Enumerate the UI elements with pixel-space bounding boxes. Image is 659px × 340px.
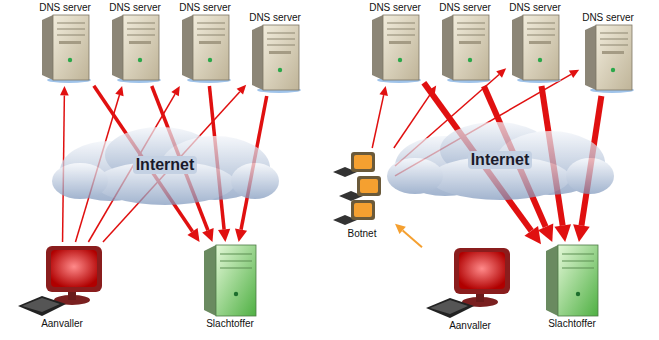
node-label: DNS server — [38, 2, 92, 14]
arrow-head — [187, 228, 199, 242]
node-label: Botnet — [347, 228, 378, 240]
node-label: DNS server — [438, 2, 492, 14]
node-label: DNS server — [368, 2, 422, 14]
arrow-head — [524, 226, 541, 244]
icon-holder — [109, 14, 161, 84]
attacker-computer-icon — [424, 246, 516, 320]
dns-server-node: DNS server — [38, 2, 92, 84]
arrow-head — [554, 224, 571, 242]
icon-holder — [39, 14, 91, 84]
victim-node: Slachtoffer — [543, 244, 601, 330]
icon-holder — [543, 244, 601, 318]
arrow-head — [379, 86, 388, 96]
icon-holder — [201, 244, 259, 318]
node-label: Slachtoffer — [205, 318, 255, 330]
dns-server-node: DNS server — [108, 2, 162, 84]
arrow-head — [538, 223, 553, 242]
arrow-head — [573, 224, 590, 242]
cloud-label: Internet — [468, 151, 533, 169]
icon-holder — [439, 14, 491, 84]
arrow-head — [202, 228, 213, 242]
node-label: DNS server — [178, 2, 232, 14]
arrow-head — [115, 86, 123, 96]
icon-holder — [331, 150, 393, 228]
server-icon — [582, 24, 634, 94]
dns-server-node: DNS server — [508, 2, 562, 84]
server-icon — [39, 14, 91, 84]
node-label: DNS server — [508, 2, 562, 14]
node-label: Aanvaller — [448, 320, 492, 332]
icon-holder — [509, 14, 561, 84]
icon-holder — [369, 14, 421, 84]
node-label: DNS server — [248, 12, 302, 24]
icon-holder — [179, 14, 231, 84]
arrow-head — [395, 224, 406, 234]
dns-server-node: DNS server — [248, 12, 302, 94]
arrow-head — [60, 86, 69, 95]
server-icon — [369, 14, 421, 84]
node-label: Slachtoffer — [547, 318, 597, 330]
botnet-node: Botnet — [331, 150, 393, 240]
cloud-label: Internet — [133, 156, 198, 174]
attack-arrow — [372, 86, 388, 148]
node-label: Aanvaller — [40, 318, 84, 330]
server-icon — [109, 14, 161, 84]
arrow-shaft — [372, 95, 383, 148]
server-icon — [509, 14, 561, 84]
icon-holder — [582, 24, 634, 94]
node-label: DNS server — [581, 12, 635, 24]
internet-cloud-node: Internet — [385, 118, 615, 203]
arrow-head — [237, 85, 247, 95]
icon-holder — [424, 246, 516, 320]
arrow-head — [569, 70, 579, 78]
icon-holder — [249, 24, 301, 94]
victim-node: Slachtoffer — [201, 244, 259, 330]
node-label: DNS server — [108, 2, 162, 14]
internet-cloud-node: Internet — [50, 123, 280, 208]
attacker-node: Aanvaller — [16, 244, 108, 330]
arrow-head — [218, 229, 230, 242]
server-icon — [179, 14, 231, 84]
server-icon — [249, 24, 301, 94]
attacker-node: Aanvaller — [424, 246, 516, 332]
victim-server-icon — [201, 244, 259, 318]
attacker-computer-icon — [16, 244, 108, 318]
arrow-shaft — [403, 230, 422, 247]
victim-server-icon — [543, 244, 601, 318]
dns-server-node: DNS server — [178, 2, 232, 84]
dns-server-node: DNS server — [581, 12, 635, 94]
arrow-head — [235, 228, 247, 242]
arrow-head — [496, 68, 506, 77]
icon-holder — [16, 244, 108, 318]
dns-server-node: DNS server — [438, 2, 492, 84]
dns-server-node: DNS server — [368, 2, 422, 84]
arrow-head — [171, 86, 180, 96]
server-icon — [439, 14, 491, 84]
botnet-computers-icon — [331, 150, 393, 228]
attack-arrow — [395, 224, 422, 248]
